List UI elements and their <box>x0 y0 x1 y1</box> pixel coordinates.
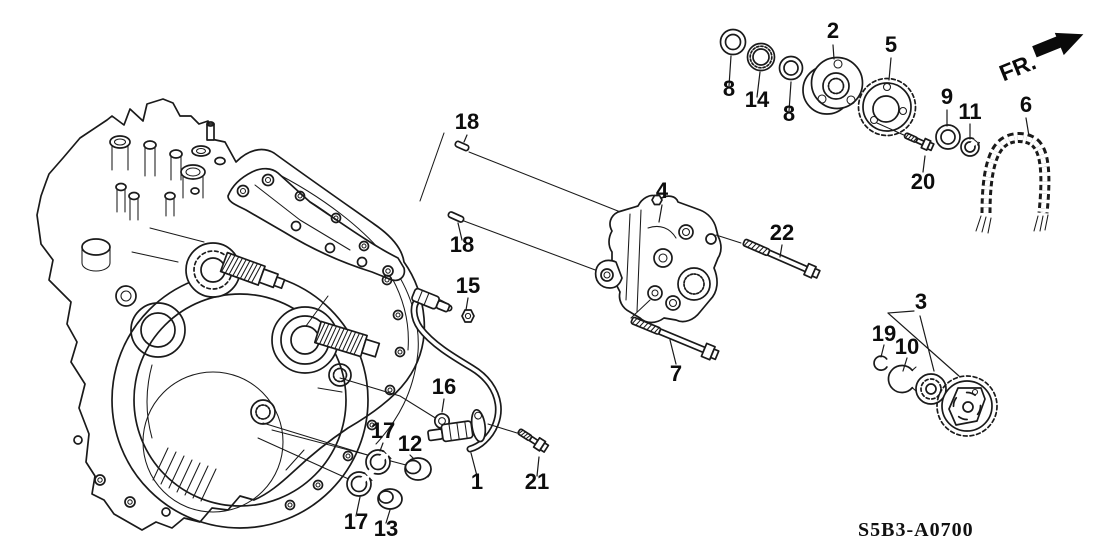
gasket-face-arc <box>269 169 419 445</box>
arm-truss-lines <box>254 184 351 251</box>
callout-labels: 8 14 8 2 5 9 11 20 6 4 22 7 3 19 10 18 1… <box>344 18 1032 541</box>
o-ring-9 <box>935 124 961 150</box>
small-boss <box>115 285 137 307</box>
callout-22[interactable]: 22 <box>770 220 794 245</box>
drive-sprocket-3 <box>936 375 998 437</box>
top-pin <box>206 121 215 141</box>
callout-8-b[interactable]: 8 <box>783 101 795 126</box>
bolt21-alignment-line <box>487 423 518 434</box>
callout-20[interactable]: 20 <box>911 169 935 194</box>
top-left-bore <box>81 238 111 272</box>
bolt-22 <box>742 238 821 279</box>
callout-18-b[interactable]: 18 <box>450 232 474 257</box>
valve-body-bosses <box>109 121 226 221</box>
bolt22-alignment-line <box>715 234 742 244</box>
pipe-fitting <box>411 287 451 313</box>
bearing-3 <box>915 373 947 405</box>
callout-8-a[interactable]: 8 <box>723 76 735 101</box>
seal-ring-8b <box>778 55 804 81</box>
callout-leader-lines <box>355 44 1030 524</box>
callout-21[interactable]: 21 <box>525 469 549 494</box>
callout-4[interactable]: 4 <box>656 178 669 203</box>
callout-12[interactable]: 12 <box>398 431 422 456</box>
diagram-code: S5B3-A0700 <box>858 519 974 541</box>
countershaft <box>271 306 381 374</box>
seal-bore <box>130 302 186 358</box>
callout-19[interactable]: 19 <box>872 321 896 346</box>
transmission-case <box>36 98 426 531</box>
pin18b-alignment-line <box>463 220 599 272</box>
collar-13 <box>377 488 403 510</box>
callout-1[interactable]: 1 <box>471 469 483 494</box>
dowel-pin-18a <box>454 140 470 152</box>
flare-nut-15 <box>461 309 475 323</box>
mainshaft-splined-shaft <box>219 251 286 290</box>
case-top-arm <box>227 167 406 282</box>
bell-opening-inner <box>133 293 347 507</box>
seal-ring-8a <box>719 28 747 56</box>
dowel-pin-18b <box>447 211 465 223</box>
oil-pump <box>594 194 742 324</box>
oil-pipe-assembly <box>410 287 550 453</box>
chain-continuation-marks <box>975 214 1049 234</box>
toothed-washer-14 <box>746 42 776 72</box>
pump-body <box>608 194 722 324</box>
callout-18-a[interactable]: 18 <box>455 109 479 134</box>
callout-7[interactable]: 7 <box>670 361 682 386</box>
callout-9[interactable]: 9 <box>941 84 953 109</box>
callout-10[interactable]: 10 <box>895 334 919 359</box>
callout-13[interactable]: 13 <box>374 516 398 541</box>
clip-19 <box>873 355 888 371</box>
sensor-assembly-1 <box>427 408 487 443</box>
callout-6[interactable]: 6 <box>1020 92 1032 117</box>
case-silhouette <box>36 98 426 531</box>
set-ring-11 <box>960 136 981 157</box>
diff-bore <box>142 371 284 513</box>
bolt-7 <box>630 316 720 361</box>
bolt20-alignment-line <box>876 122 907 137</box>
dowel-pins <box>419 132 629 272</box>
chain-inner <box>983 135 1048 214</box>
bolt-21 <box>517 428 550 453</box>
pin18a-alignment-line <box>468 151 629 216</box>
pin18-case-line <box>419 132 445 202</box>
pump-hub-2 <box>802 56 864 115</box>
callout-5[interactable]: 5 <box>885 32 897 57</box>
pump-top-nut <box>651 194 663 206</box>
callout-11[interactable]: 11 <box>958 99 981 124</box>
arm-bolt-holes <box>236 173 394 277</box>
callout-15[interactable]: 15 <box>456 273 480 298</box>
oil-pump-chain-6 <box>975 132 1051 234</box>
driven-sprocket-5 <box>857 77 917 137</box>
case-contours <box>131 227 343 471</box>
pump-output-bore <box>677 267 711 301</box>
pipe-mount-bores <box>250 363 352 425</box>
ring-gear-teeth <box>152 447 217 502</box>
callout-17-a[interactable]: 17 <box>371 418 395 443</box>
fr-arrow-icon <box>1032 32 1084 58</box>
callout-17-b[interactable]: 17 <box>344 509 368 534</box>
flange-bolt-holes <box>73 190 406 517</box>
snap-ring-17b <box>346 467 376 497</box>
snap-ring-17a <box>365 445 395 475</box>
callout-3[interactable]: 3 <box>915 289 927 314</box>
pump-ribs <box>625 209 677 313</box>
callout-14[interactable]: 14 <box>745 87 770 112</box>
bolt-20 <box>903 132 935 152</box>
callout-2[interactable]: 2 <box>827 18 839 43</box>
pump-left-ear <box>594 259 623 289</box>
collar-12 <box>404 457 432 481</box>
callout-16[interactable]: 16 <box>432 374 456 399</box>
bolt7-alignment-line <box>630 299 651 319</box>
